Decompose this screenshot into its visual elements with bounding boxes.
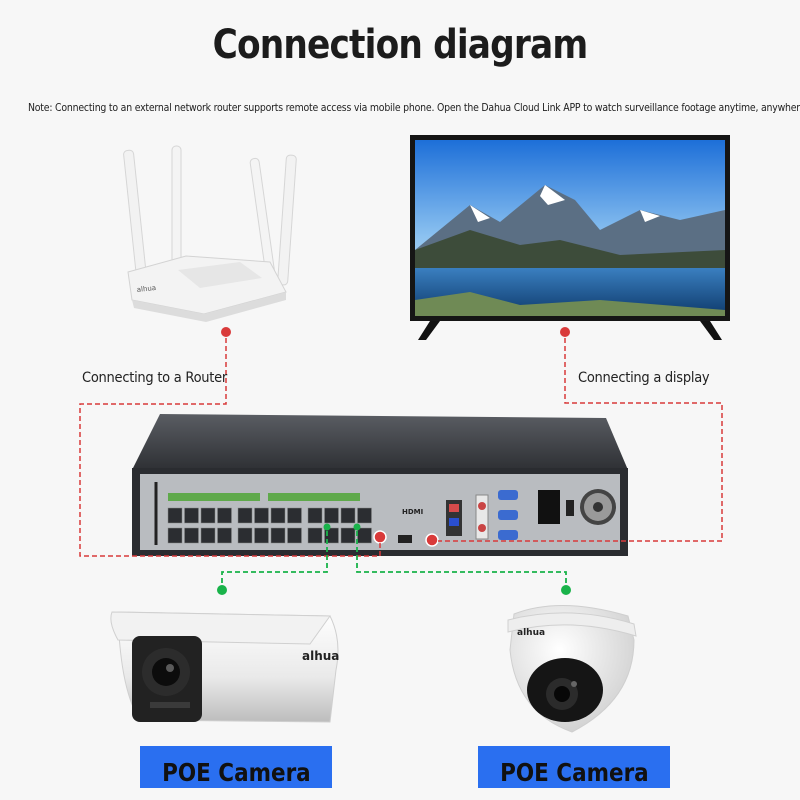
ethernet-port <box>237 527 253 544</box>
ethernet-port <box>340 507 356 524</box>
page-title: Connection diagram <box>212 22 589 68</box>
poe-camera-2-line <box>353 523 571 595</box>
ethernet-port <box>307 507 323 524</box>
router-brand: alhua <box>136 284 156 294</box>
display-connection-line <box>438 327 723 542</box>
ethernet-port <box>340 527 356 544</box>
nvr-image: HDMI <box>132 414 628 556</box>
ethernet-port <box>184 527 199 544</box>
ethernet-port <box>217 507 232 524</box>
hdmi-label: HDMI <box>402 508 423 516</box>
ethernet-port <box>287 507 302 524</box>
display-image <box>410 135 730 340</box>
router-connection-line <box>79 327 381 557</box>
ethernet-port <box>254 507 269 524</box>
ethernet-port <box>254 527 269 544</box>
note-text: Note: Connecting to an external network … <box>28 102 800 114</box>
poe-camera-1-line <box>217 523 331 595</box>
display-connection-label: Connecting a display <box>578 370 710 386</box>
ethernet-port <box>270 507 286 524</box>
router-connection-label: Connecting to a Router <box>82 370 227 386</box>
ethernet-port <box>307 527 323 544</box>
dome-camera-image: alhua <box>507 604 637 733</box>
ethernet-port <box>324 507 339 524</box>
poe-camera-label-text: POE Camera <box>161 758 311 787</box>
bullet-camera-image: alhua <box>110 611 339 723</box>
ethernet-port <box>287 527 302 544</box>
poe-camera-label: POE Camera <box>140 746 332 788</box>
ethernet-port <box>217 527 232 544</box>
ethernet-port <box>324 527 339 544</box>
ethernet-ports <box>167 507 372 544</box>
poe-camera-label: POE Camera <box>478 746 670 788</box>
ethernet-port <box>200 507 216 524</box>
ethernet-port <box>237 507 253 524</box>
ethernet-port <box>270 527 286 544</box>
hdmi-port <box>398 535 412 543</box>
ethernet-port <box>200 527 216 544</box>
ethernet-port <box>167 507 183 524</box>
dome-camera-brand: alhua <box>517 628 545 638</box>
ethernet-port <box>184 507 199 524</box>
bullet-camera-brand: alhua <box>302 649 339 663</box>
ethernet-port <box>167 527 183 544</box>
poe-camera-label-text: POE Camera <box>499 758 649 787</box>
ethernet-port <box>357 507 372 524</box>
ethernet-port <box>357 527 372 544</box>
router-image: alhua <box>123 145 297 322</box>
